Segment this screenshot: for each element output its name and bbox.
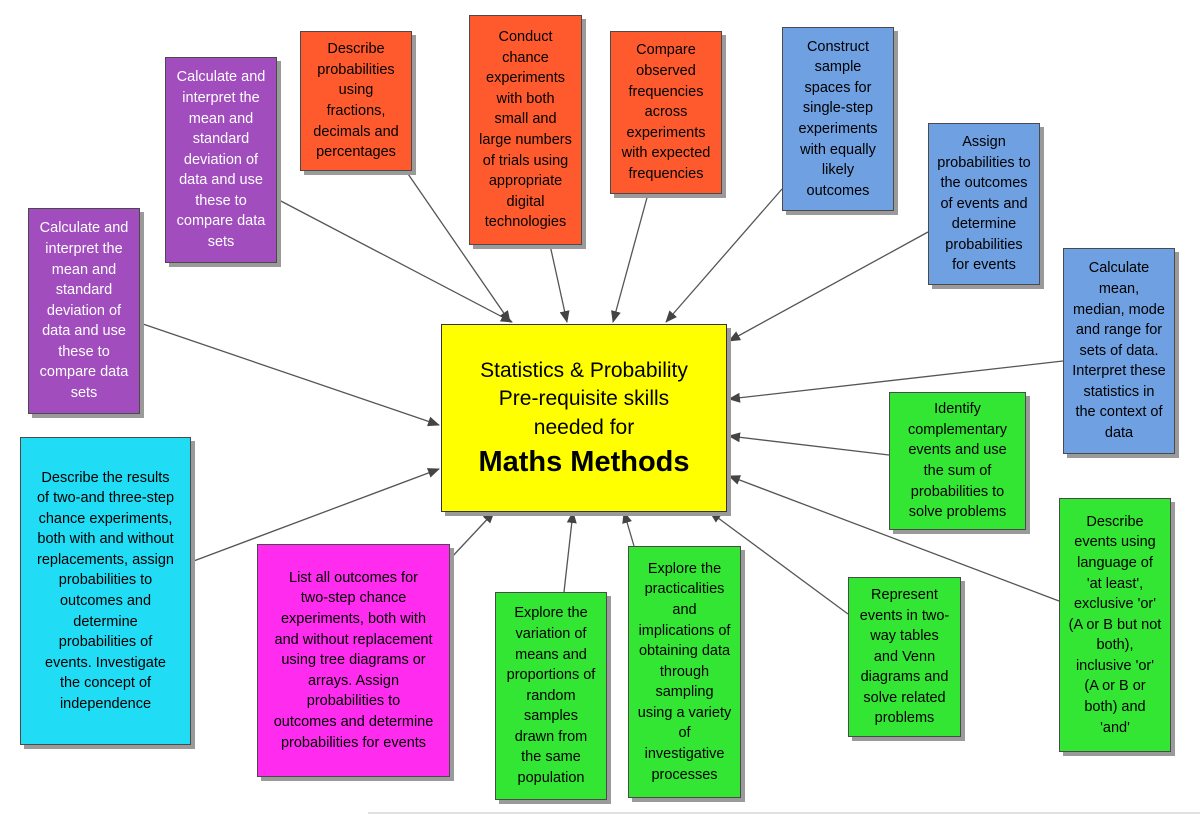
node-green-variation: Explore the variation of means and propo… (495, 592, 607, 800)
node-blue-mean-median: Calculate mean, median, mode and range f… (1063, 248, 1175, 454)
central-topic: Statistics & Probability Pre-requisite s… (441, 324, 727, 512)
node-purple-top: Calculate and interpret the mean and sta… (165, 57, 277, 263)
node-orange-frequencies: Compare observed frequencies across expe… (610, 31, 722, 194)
node-orange-fractions: Describe probabilities using fractions, … (300, 31, 412, 171)
node-cyan-results: Describe the results of two-and three-st… (20, 437, 191, 745)
node-green-complementary: Identify complementary events and use th… (889, 392, 1026, 530)
bottom-divider (368, 812, 1200, 814)
node-green-sampling: Explore the practicalities and implicati… (628, 546, 741, 798)
arrow-purple-top (276, 198, 513, 323)
node-orange-experiments: Conduct chance experiments with both sma… (469, 15, 582, 245)
node-blue-assign: Assign probabilities to the outcomes of … (928, 123, 1040, 285)
arrow-orange-frequencies (611, 193, 649, 323)
arrow-orange-fractions (405, 170, 511, 323)
arrow-cyan-results (190, 468, 440, 563)
arrow-green-language (728, 475, 1060, 602)
arrow-green-sampling (622, 511, 635, 547)
arrow-green-variation (563, 511, 577, 593)
node-green-language: Describe events using language of 'at le… (1059, 498, 1171, 752)
central-topic-subtitle: Statistics & Probability Pre-requisite s… (480, 358, 688, 439)
node-blue-sample-spaces: Construct sample spaces for single-step … (782, 27, 894, 211)
node-purple-left: Calculate and interpret the mean and sta… (28, 208, 140, 414)
node-green-venn: Represent events in two- way tables and … (848, 577, 961, 737)
arrow-magenta-outcomes (449, 511, 495, 560)
central-topic-title: Maths Methods (478, 446, 690, 479)
arrow-blue-assign (728, 231, 929, 342)
arrow-orange-experiments (549, 244, 570, 323)
arrow-green-complementary (728, 432, 890, 456)
arrow-green-venn (709, 511, 849, 615)
arrow-blue-sample-spaces (665, 188, 783, 323)
arrow-purple-left (139, 322, 440, 427)
node-magenta-outcomes: List all outcomes for two-step chance ex… (257, 544, 450, 777)
arrow-blue-mean-median (728, 360, 1064, 403)
